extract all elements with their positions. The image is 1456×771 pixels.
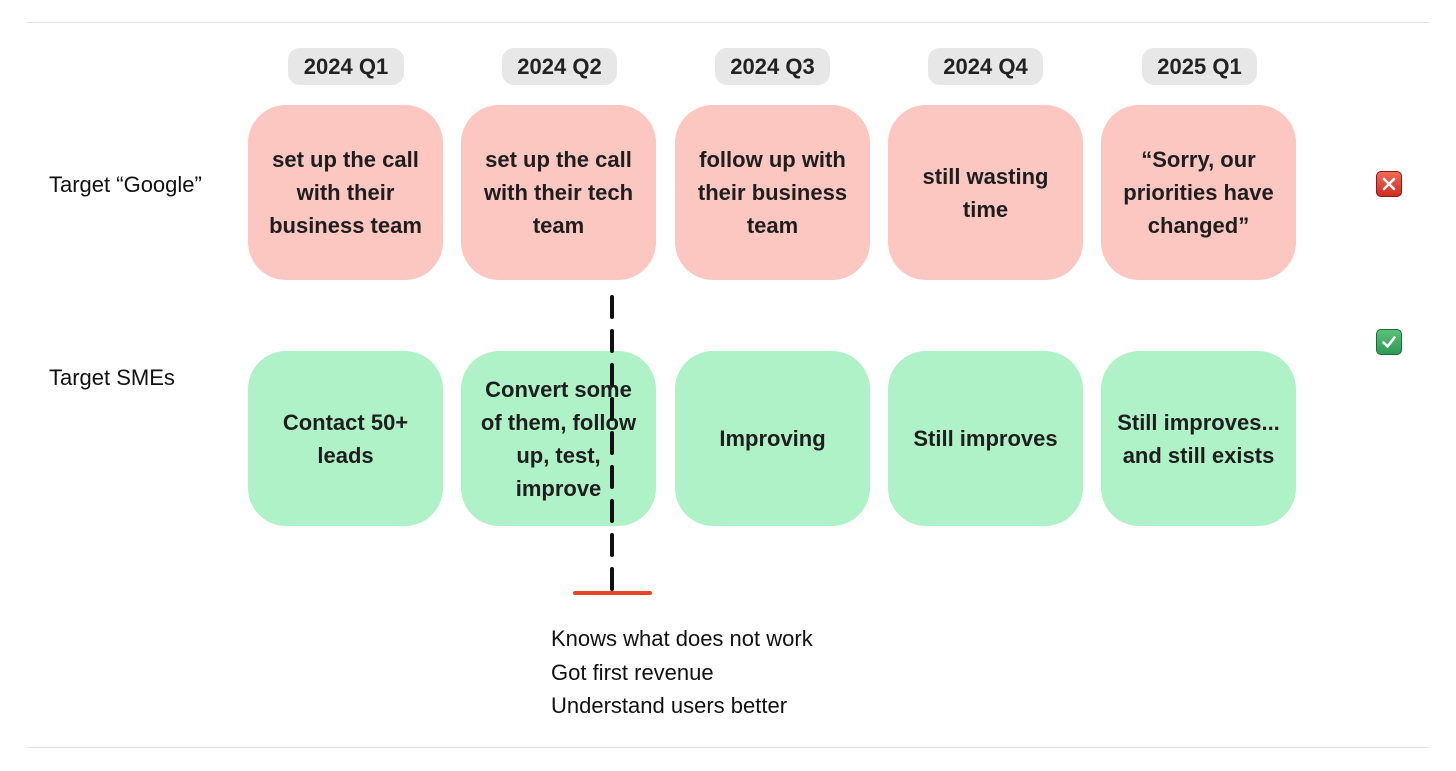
- quarter-header: 2024 Q1: [288, 48, 404, 85]
- timeline-card-google-2025q1: “Sorry, our priorities have changed”: [1101, 105, 1296, 280]
- quarter-header: 2025 Q1: [1142, 48, 1257, 85]
- check-mark-icon: [1376, 329, 1402, 355]
- milestone-note: Understand users better: [551, 693, 788, 718]
- timeline-card-smes-q2: Convert some of them, follow up, test, i…: [461, 351, 656, 526]
- cross-mark-icon: [1376, 171, 1402, 197]
- bottom-divider: [27, 747, 1429, 748]
- timeline-card-google-q3: follow up with their business team: [675, 105, 870, 280]
- timeline-card-smes-2025q1: Still improves... and still exists: [1101, 351, 1296, 526]
- row-label-target-google: Target “Google”: [49, 172, 202, 197]
- quarter-header: 2024 Q4: [928, 48, 1043, 85]
- quarter-header: 2024 Q2: [502, 48, 617, 85]
- timeline-card-smes-q1: Contact 50+ leads: [248, 351, 443, 526]
- timeline-card-smes-q3: Improving: [675, 351, 870, 526]
- timeline-card-google-q1: set up the call with their business team: [248, 105, 443, 280]
- top-divider: [27, 22, 1429, 23]
- timeline-card-google-q2: set up the call with their tech team: [461, 105, 656, 280]
- row-label-target-smes: Target SMEs: [49, 365, 175, 390]
- timeline-card-google-q4: still wasting time: [888, 105, 1083, 280]
- milestone-note: Knows what does not work: [551, 626, 813, 651]
- quarter-header: 2024 Q3: [715, 48, 830, 85]
- timeline-card-smes-q4: Still improves: [888, 351, 1083, 526]
- milestone-note: Got first revenue: [551, 660, 714, 685]
